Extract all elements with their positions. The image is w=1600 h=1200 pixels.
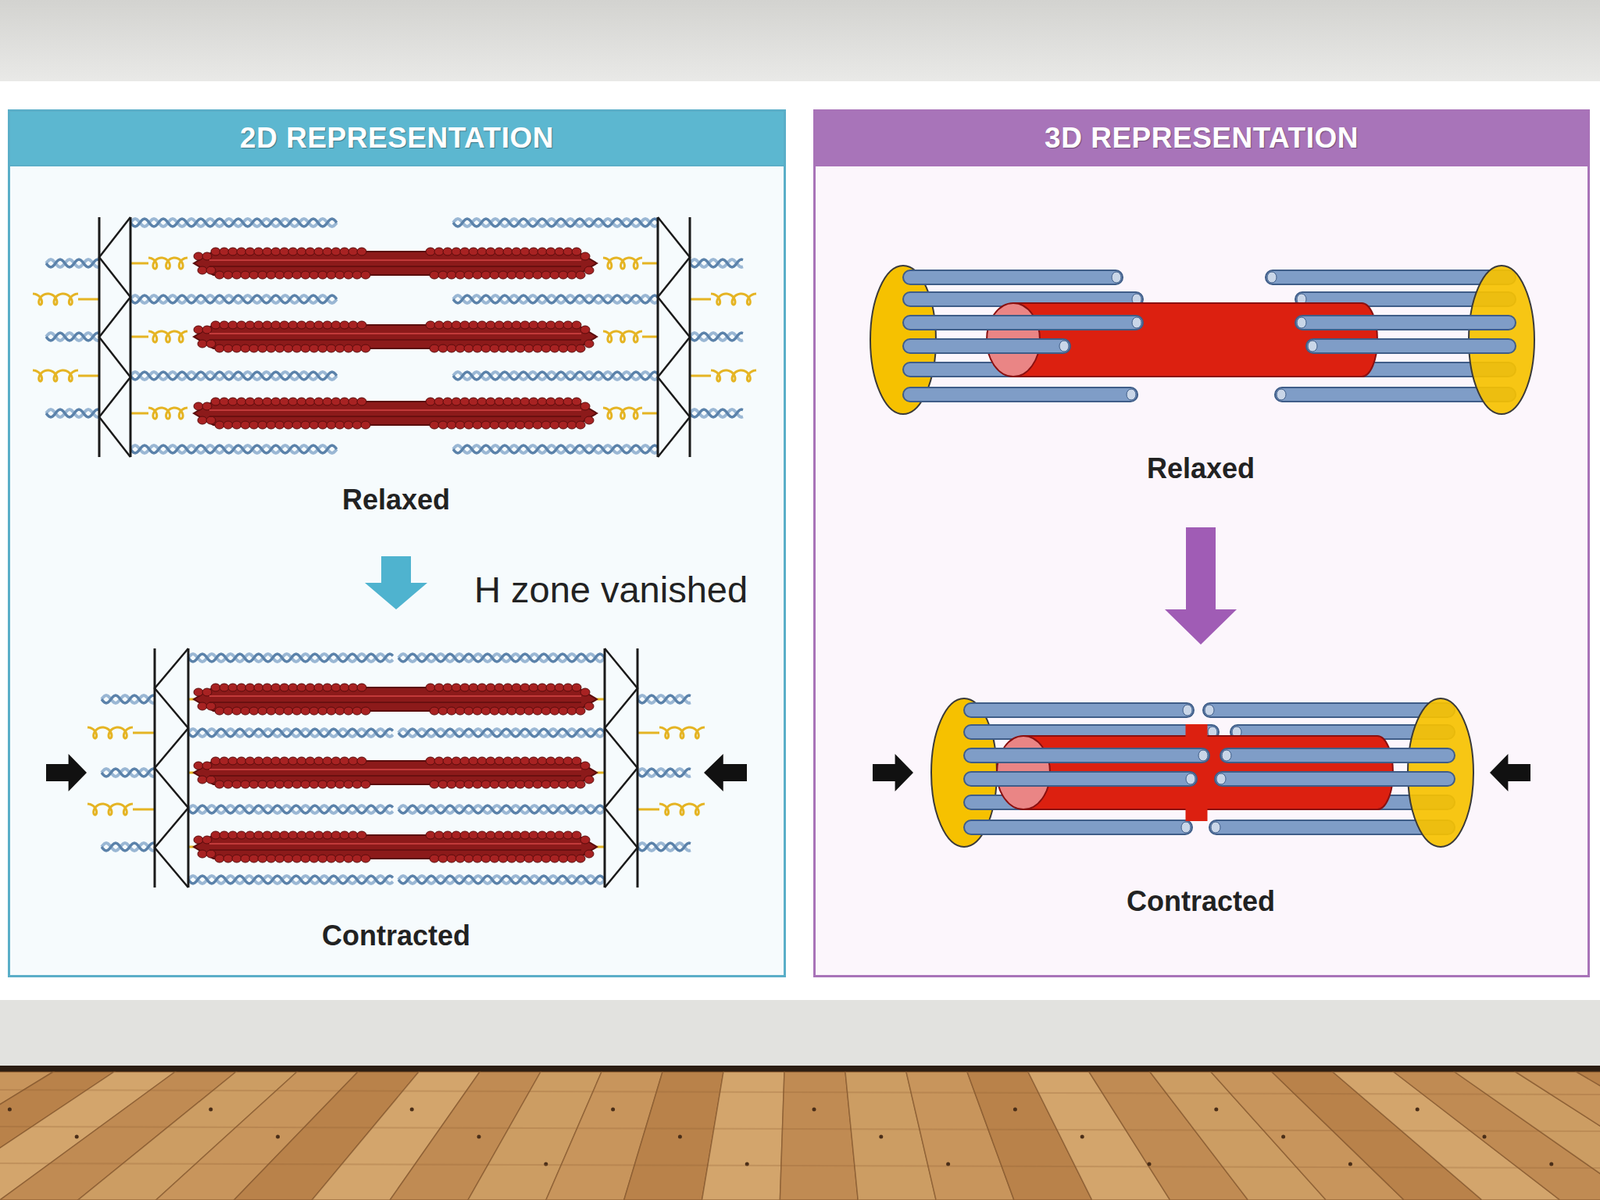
floor-joint <box>0 1163 1600 1168</box>
state-label: Relaxed <box>1146 451 1255 486</box>
wall-band <box>0 1000 1600 1068</box>
floor-nail <box>610 1107 615 1112</box>
annotation-note: H zone vanished <box>474 567 748 612</box>
floor-nail <box>1415 1107 1420 1112</box>
panel-box: 3D REPRESENTATION <box>813 109 1590 978</box>
floor-nail <box>1147 1162 1152 1167</box>
floor-nail <box>1281 1135 1286 1140</box>
floor-joint <box>0 1089 1600 1095</box>
floor-nail <box>7 1107 12 1112</box>
floor-nail <box>275 1135 280 1140</box>
floor-nail <box>1549 1162 1554 1167</box>
floor-nail <box>1013 1107 1018 1112</box>
slide-area <box>0 81 1600 1000</box>
top-band <box>0 0 1600 82</box>
floor-plank <box>1576 1071 1600 1200</box>
panel-header: 2D REPRESENTATION <box>10 111 784 167</box>
floor-nail <box>1348 1162 1353 1167</box>
panel-box: 2D REPRESENTATION <box>7 109 786 978</box>
floor-nail <box>208 1107 213 1112</box>
floor-joint <box>0 1126 1600 1132</box>
floor-nail <box>410 1107 415 1112</box>
floor-nail <box>477 1135 482 1140</box>
state-label: Contracted <box>321 918 471 953</box>
floor-nail <box>1482 1135 1487 1140</box>
floor-nail <box>878 1135 883 1140</box>
floor-nail <box>75 1135 79 1140</box>
floor-edge <box>0 1065 1600 1072</box>
state-label: Relaxed <box>342 482 450 517</box>
floor-nail <box>678 1135 683 1140</box>
panel-header: 3D REPRESENTATION <box>815 111 1588 167</box>
floor-plank <box>702 1071 785 1200</box>
floor-nail <box>812 1107 817 1112</box>
floor-nail <box>1214 1107 1218 1112</box>
floor-plank <box>1515 1071 1600 1200</box>
floor-nail <box>1080 1135 1085 1140</box>
floor-plank <box>779 1071 858 1200</box>
state-label: Contracted <box>1126 884 1275 918</box>
